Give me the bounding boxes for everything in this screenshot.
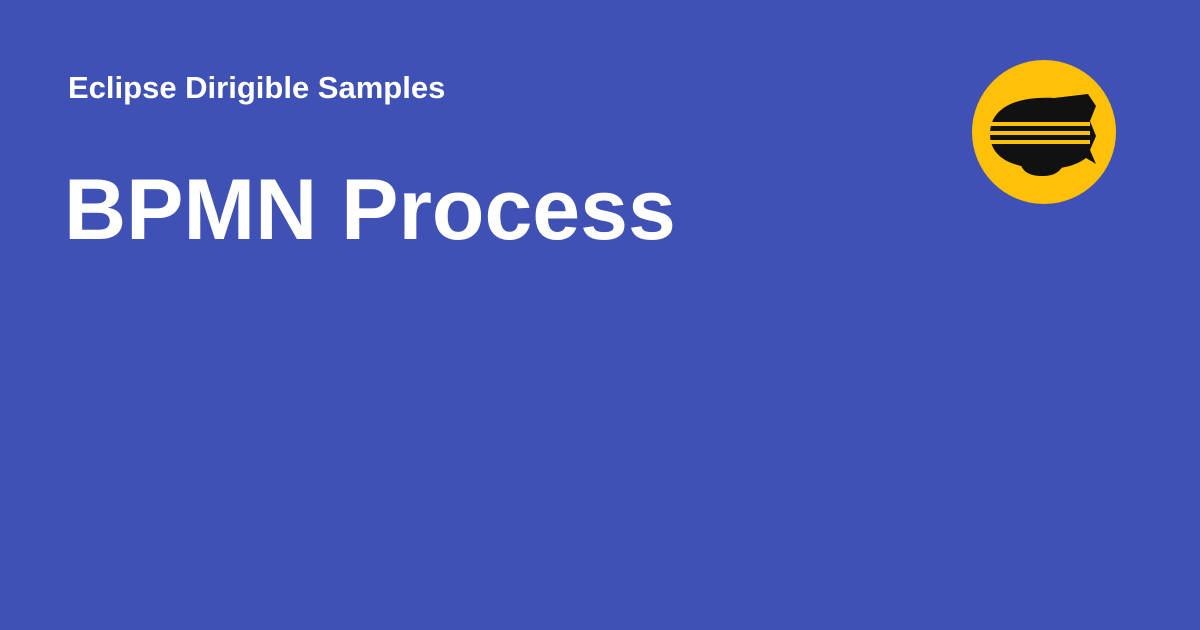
site-name: Eclipse Dirigible Samples xyxy=(68,70,446,105)
dirigible-logo xyxy=(972,60,1116,204)
page-title: BPMN Process xyxy=(64,162,676,258)
dirigible-airship-icon xyxy=(972,60,1116,204)
